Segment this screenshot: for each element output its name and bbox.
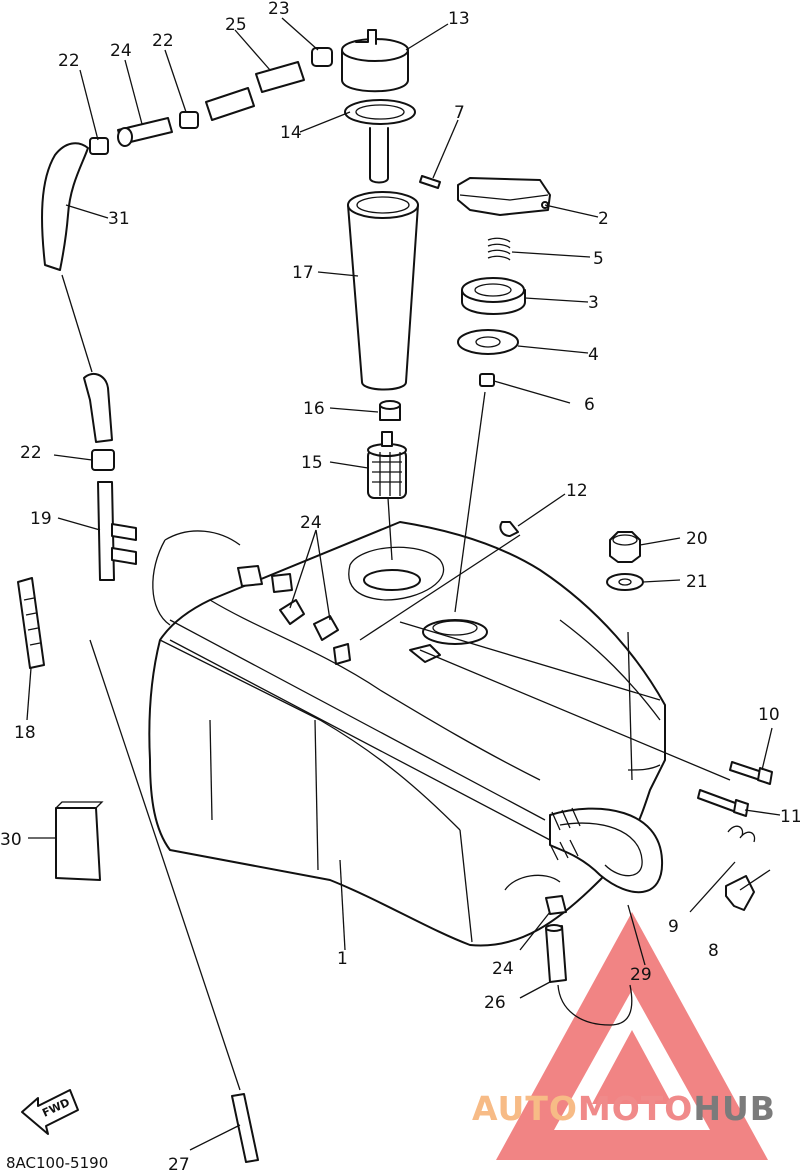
part-8-damper: [725, 875, 755, 911]
part-9-clip: [727, 825, 756, 843]
callout-5: 5: [593, 249, 604, 269]
document-code: 8AC100-5190: [6, 1154, 108, 1172]
callout-22-lower: 22: [20, 443, 42, 463]
part-15-fuel-filter: [367, 431, 407, 499]
part-6-nut: [479, 373, 495, 387]
part-30-hose-lower: [83, 372, 113, 443]
callout-10: 10: [758, 705, 780, 725]
callout-18: 18: [14, 723, 36, 743]
part-24-clip-lower: [545, 895, 567, 915]
callout-16: 16: [303, 399, 325, 419]
fwd-arrow-icon: FWD: [21, 1089, 79, 1135]
part-16-clamp: [379, 400, 401, 421]
leader-hose-run: [61, 274, 93, 373]
callout-23: 23: [268, 0, 290, 19]
callout-15: 15: [301, 453, 323, 473]
part-2-fuel-cap: [457, 177, 551, 216]
part-14-gasket: [344, 99, 416, 125]
part-21-washer: [606, 573, 644, 591]
part-25-hose-a: [205, 87, 255, 121]
part-25-hose-b: [255, 61, 305, 93]
part-26-hose: [545, 924, 567, 983]
part-31-joint: [117, 117, 173, 147]
alignment-line-1: [387, 497, 393, 561]
callout-27: 27: [168, 1155, 190, 1174]
watermark-text-moto: MOTO: [578, 1089, 693, 1128]
part-4-washer: [457, 329, 519, 355]
leader-27-run: [89, 639, 241, 1091]
part-12-clip: [499, 521, 519, 537]
callout-1: 1: [337, 949, 348, 969]
callout-22-middle: 22: [152, 31, 174, 51]
part-22-clamp-lower: [91, 449, 115, 471]
part-20-nut: [609, 531, 641, 563]
part-27-hose: [231, 1093, 259, 1163]
part-28-hose: [549, 807, 664, 894]
callout-30: 31: [108, 209, 130, 229]
callout-24-tank: 24: [300, 513, 322, 533]
part-19-three-way-joint: [97, 481, 137, 581]
callout-9: 9: [668, 917, 679, 937]
part-18-band: [17, 577, 45, 669]
part-22-clamp-upper: [89, 137, 109, 155]
watermark-text: AUTOMOTOHUB: [472, 1089, 776, 1128]
callout-22-upper: 22: [58, 51, 80, 71]
part-11-bolt: [697, 789, 749, 817]
callout-11: 11: [780, 807, 800, 827]
callout-21: 21: [686, 572, 708, 592]
part-30-breather-hose: [41, 142, 89, 271]
fuel-tank: [148, 521, 666, 947]
callout-3: 3: [588, 293, 599, 313]
callout-2: 2: [598, 209, 609, 229]
leader-26-run: [557, 984, 633, 1026]
callout-13: 13: [448, 9, 470, 29]
part-13-stem: [369, 127, 389, 184]
callout-26: 26: [484, 993, 506, 1013]
alignment-line-2: [454, 391, 486, 613]
callout-8: 8: [708, 941, 719, 961]
alignment-line-3: [627, 631, 633, 781]
callout-17: 17: [292, 263, 314, 283]
callout-24-lower: 24: [492, 959, 514, 979]
callout-6: 6: [584, 395, 595, 415]
part-23-clamp: [311, 47, 333, 67]
part-24-clip-group: [237, 565, 351, 665]
alignment-line-6: [359, 534, 521, 641]
callout-20: 20: [686, 529, 708, 549]
callout-25: 25: [225, 15, 247, 35]
part-7-pin: [419, 175, 441, 189]
callout-leaders: [26, 17, 781, 1151]
callout-29: 30: [0, 830, 22, 850]
callout-7: 7: [454, 103, 465, 123]
part-22-clamp-middle: [179, 111, 199, 129]
callout-12: 12: [566, 481, 588, 501]
part-10-bolt: [729, 761, 773, 785]
callout-19: 19: [30, 509, 52, 529]
watermark-text-auto: AUTO: [472, 1089, 578, 1128]
part-3-cap-ring: [461, 277, 526, 315]
callout-14: 14: [280, 123, 302, 143]
part-13-filler-cap: [341, 29, 409, 93]
alignment-line-5: [399, 621, 661, 701]
alignment-line-7: [169, 619, 546, 821]
part-17-filler-tube: [347, 191, 419, 391]
part-29-pad: [55, 801, 104, 881]
alignment-line-4: [419, 649, 731, 781]
callout-4: 4: [588, 345, 599, 365]
watermark-logo-mark: [496, 912, 768, 1160]
part-5-spring: [487, 237, 511, 261]
callout-31: 24: [110, 41, 132, 61]
watermark-text-hub: HUB: [693, 1089, 776, 1128]
alignment-line-8: [169, 639, 551, 841]
callout-28: 29: [630, 965, 652, 985]
